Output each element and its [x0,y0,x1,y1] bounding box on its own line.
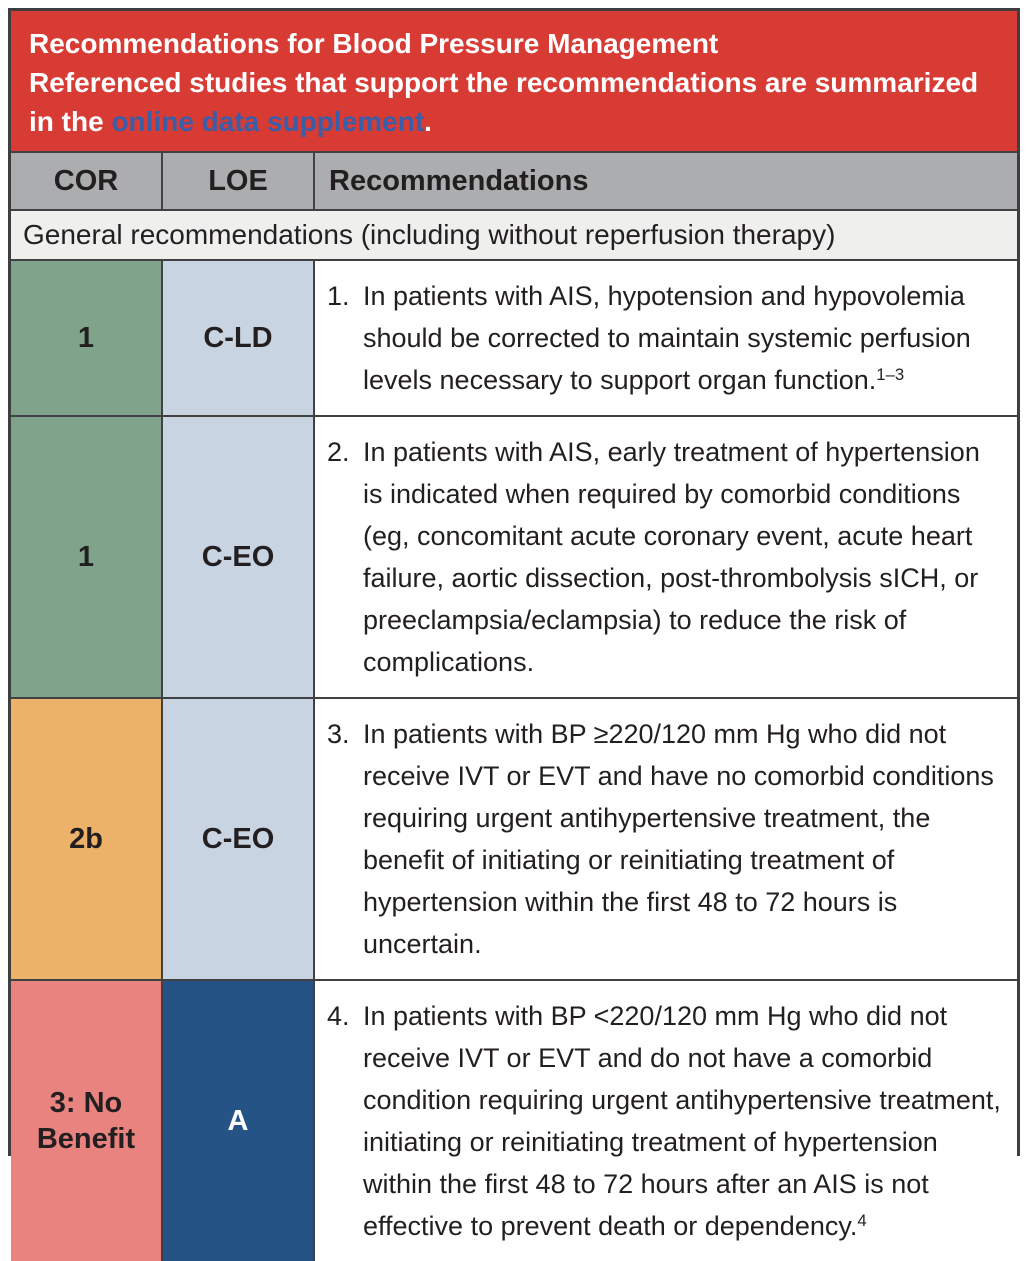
online-data-supplement-link[interactable]: online data supplement [111,106,425,137]
cor-cell: 1 [11,417,161,697]
cor-cell: 2b [11,699,161,979]
subtitle-text-after: . [424,106,432,137]
cor-cell: 3: No Benefit [11,981,161,1261]
table-row: 1 C-EO 2. In patients with AIS, early tr… [11,415,1017,697]
recommendation-number: 2. [327,437,350,467]
recommendation-number: 1. [327,281,350,311]
cor-cell: 1 [11,261,161,415]
column-header-row: COR LOE Recommendations [11,151,1017,209]
reference-superscript: 1–3 [876,364,905,384]
recommendation-number: 4. [327,1001,350,1031]
recommendation-cell: 2. In patients with AIS, early treatment… [313,417,1017,697]
recommendations-table: Recommendations for Blood Pressure Manag… [8,8,1020,1261]
table-title: Recommendations for Blood Pressure Manag… [29,28,719,59]
column-header-cor: COR [53,164,119,197]
loe-cell: C-EO [161,417,313,697]
subtitle-text-before: Referenced studies that support the reco… [29,67,979,137]
recommendation-text: In patients with BP ≥220/120 mm Hg who d… [363,719,994,959]
recommendation-cell: 4. In patients with BP <220/120 mm Hg wh… [313,981,1017,1261]
loe-cell: A [161,981,313,1261]
table-header-banner: Recommendations for Blood Pressure Manag… [11,11,1017,151]
recommendation-cell: 1. In patients with AIS, hypotension and… [313,261,1017,415]
table-row: 3: No Benefit A 4. In patients with BP <… [11,979,1017,1261]
table-row: 1 C-LD 1. In patients with AIS, hypotens… [11,259,1017,415]
recommendation-text: In patients with BP <220/120 mm Hg who d… [363,1001,1001,1241]
table-row: 2b C-EO 3. In patients with BP ≥220/120 … [11,697,1017,979]
loe-cell: C-EO [161,699,313,979]
section-header-row: General recommendations (including witho… [11,209,1017,259]
column-header-recommendations: Recommendations [313,153,1017,209]
reference-superscript: 4 [857,1210,867,1230]
table-subtitle: Referenced studies that support the reco… [29,63,997,141]
recommendation-text: In patients with AIS, early treatment of… [363,437,980,677]
column-header-loe: LOE [161,153,313,209]
recommendation-cell: 3. In patients with BP ≥220/120 mm Hg wh… [313,699,1017,979]
loe-cell: C-LD [161,261,313,415]
section-header-text: General recommendations (including witho… [23,219,836,250]
page: { "header": { "title": "Recommendations … [8,8,1020,1261]
recommendation-number: 3. [327,719,350,749]
recommendation-text: In patients with AIS, hypotension and hy… [363,281,971,395]
